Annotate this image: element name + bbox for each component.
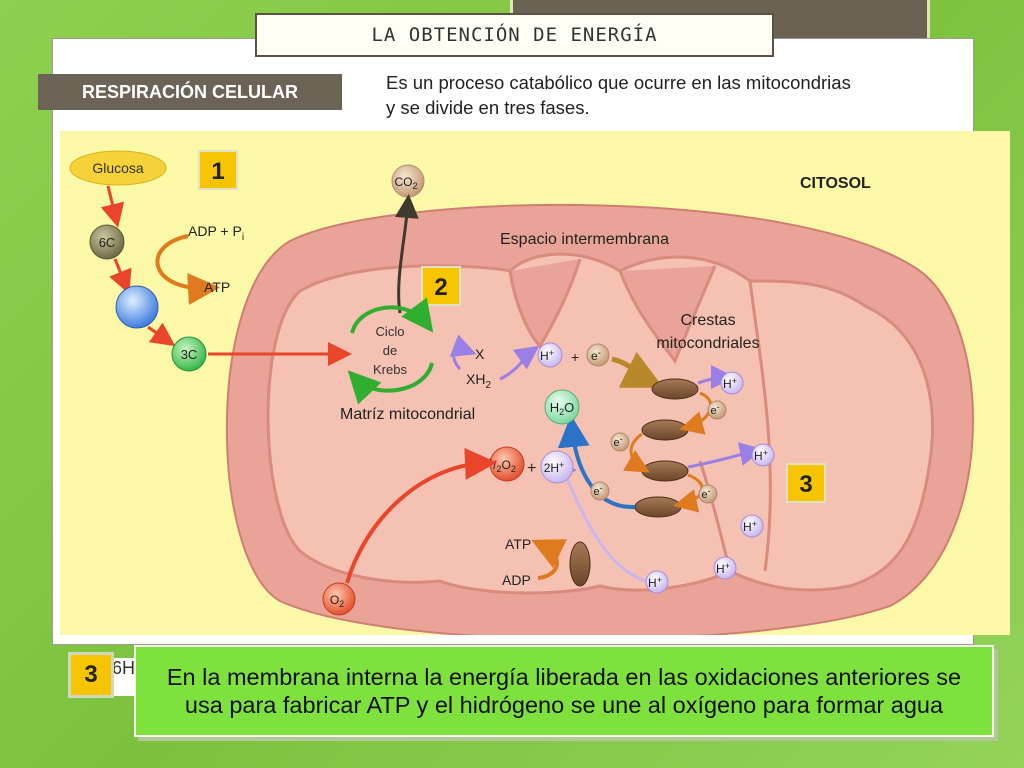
phase-badge-1 <box>198 150 238 190</box>
complex-2 <box>641 419 689 441</box>
label-adp-pi: ADP + Pi <box>188 223 244 243</box>
label-atp-synthase: ATP <box>505 536 531 552</box>
proton-flow-synthase <box>554 452 646 583</box>
node-2h <box>540 450 574 484</box>
arrow-adp-atp-synthase <box>531 539 567 580</box>
page-title: LA OBTENCIÓN DE ENERGÍA <box>255 13 774 57</box>
crista-fold-1 <box>508 258 582 349</box>
arrow-blue-3c <box>147 322 176 347</box>
electron-2: e- <box>707 400 727 420</box>
node-o2 <box>322 582 356 616</box>
phase-badge-3 <box>786 463 826 503</box>
phase-3-description: En la membrana interna la energía libera… <box>134 645 994 737</box>
proton-arrow-2 <box>687 442 764 469</box>
diagram-svg: Glucosa 6C ADP + Pi ATP 3C 1 2 3 CO2 Cic… <box>69 150 974 641</box>
phase-badge-2 <box>421 266 461 306</box>
arrow-to-complex-1 <box>611 351 664 388</box>
crista-fold-2 <box>618 265 717 365</box>
krebs-label-1: Ciclo <box>376 324 405 339</box>
label-atp-glycolysis: ATP <box>204 279 230 295</box>
respiration-diagram: Glucosa 6C ADP + Pi ATP 3C 1 2 3 CO2 Cic… <box>60 131 1010 641</box>
electron-1 <box>586 343 610 367</box>
atp-synthase <box>569 541 591 587</box>
ion-h-1 <box>537 342 563 368</box>
node-intermediate <box>115 285 159 329</box>
phase-1-label: 1 <box>211 158 224 185</box>
electron-arrow-2 <box>622 432 650 473</box>
section-label: RESPIRACIÓN CELULAR <box>38 74 342 110</box>
inner-matrix <box>266 252 934 595</box>
svg-text:H+: H+ <box>743 519 757 534</box>
ion-h-4: H+ <box>740 514 764 538</box>
label-x: X <box>475 346 485 362</box>
plus-sign-1: + <box>571 349 579 365</box>
label-co2: CO2 <box>394 175 417 191</box>
phase-3-label: 3 <box>799 471 812 498</box>
ion-h-6: H+ <box>645 570 669 594</box>
arrow-adp-atp <box>155 234 220 305</box>
phase-2-label: 2 <box>434 274 447 301</box>
label-xh2: XH2 <box>466 371 491 391</box>
krebs-label-3: Krebs <box>373 362 407 377</box>
ion-h-5: H+ <box>713 556 737 580</box>
plus-sign-2: + <box>527 460 536 477</box>
node-6c <box>89 224 125 260</box>
x-arc-right <box>499 345 540 381</box>
crista-fold-3 <box>748 280 772 572</box>
krebs-arc-top <box>350 297 434 334</box>
arrow-krebs-co2 <box>394 194 419 314</box>
label-matriz: Matríz mitocondrial <box>340 406 475 423</box>
electron-arrow-water <box>557 415 636 510</box>
label-espacio: Espacio intermembrana <box>500 231 669 248</box>
node-3c <box>171 336 207 372</box>
label-crestas-1: Crestas <box>680 312 735 329</box>
node-h2o <box>544 389 580 425</box>
svg-text:e-: e- <box>710 402 719 417</box>
complex-1 <box>651 378 699 400</box>
label-citosol: CITOSOL <box>800 175 871 192</box>
krebs-label-2: de <box>383 343 397 358</box>
ion-h-3: H+ <box>751 443 775 467</box>
ion-h-2: H+ <box>720 371 744 395</box>
complex-3 <box>641 460 689 482</box>
electron-5: e- <box>698 484 718 504</box>
label-o2: O2 <box>330 593 344 609</box>
ion-h-1-label: H+ <box>540 348 554 363</box>
x-arc-left <box>449 334 477 371</box>
electron-3: e- <box>610 432 630 452</box>
svg-text:H+: H+ <box>754 448 768 463</box>
label-crestas-2: mitocondriales <box>656 335 759 352</box>
svg-text:e-: e- <box>613 434 622 449</box>
electron-1-label: e- <box>591 348 601 363</box>
glucosa-node <box>69 150 167 186</box>
arrow-o2-half <box>345 447 497 584</box>
electron-4: e- <box>590 481 610 501</box>
phase-3-badge-bottom: 3 <box>68 652 114 698</box>
complex-4 <box>634 496 682 518</box>
svg-text:H+: H+ <box>716 561 730 576</box>
svg-text:e-: e- <box>593 483 602 498</box>
intro-text: Es un proceso catabólico que ocurre en l… <box>386 72 851 118</box>
glucosa-label: Glucosa <box>92 160 144 176</box>
svg-text:H+: H+ <box>648 575 662 590</box>
arrow-6c-blue <box>109 258 132 295</box>
label-adp-synthase: ADP <box>502 572 531 588</box>
arrow-glucosa-6c <box>100 185 125 228</box>
label-h2o: H2O <box>550 400 575 417</box>
phase-3-description-text: En la membrana interna la energía libera… <box>166 664 962 718</box>
label-2h: 2H+ <box>544 460 565 475</box>
label-3c: 3C <box>181 347 198 362</box>
krebs-arc-bottom <box>347 362 434 405</box>
svg-text:H+: H+ <box>723 376 737 391</box>
label-6c: 6C <box>99 235 116 250</box>
svg-text:e-: e- <box>701 486 710 501</box>
